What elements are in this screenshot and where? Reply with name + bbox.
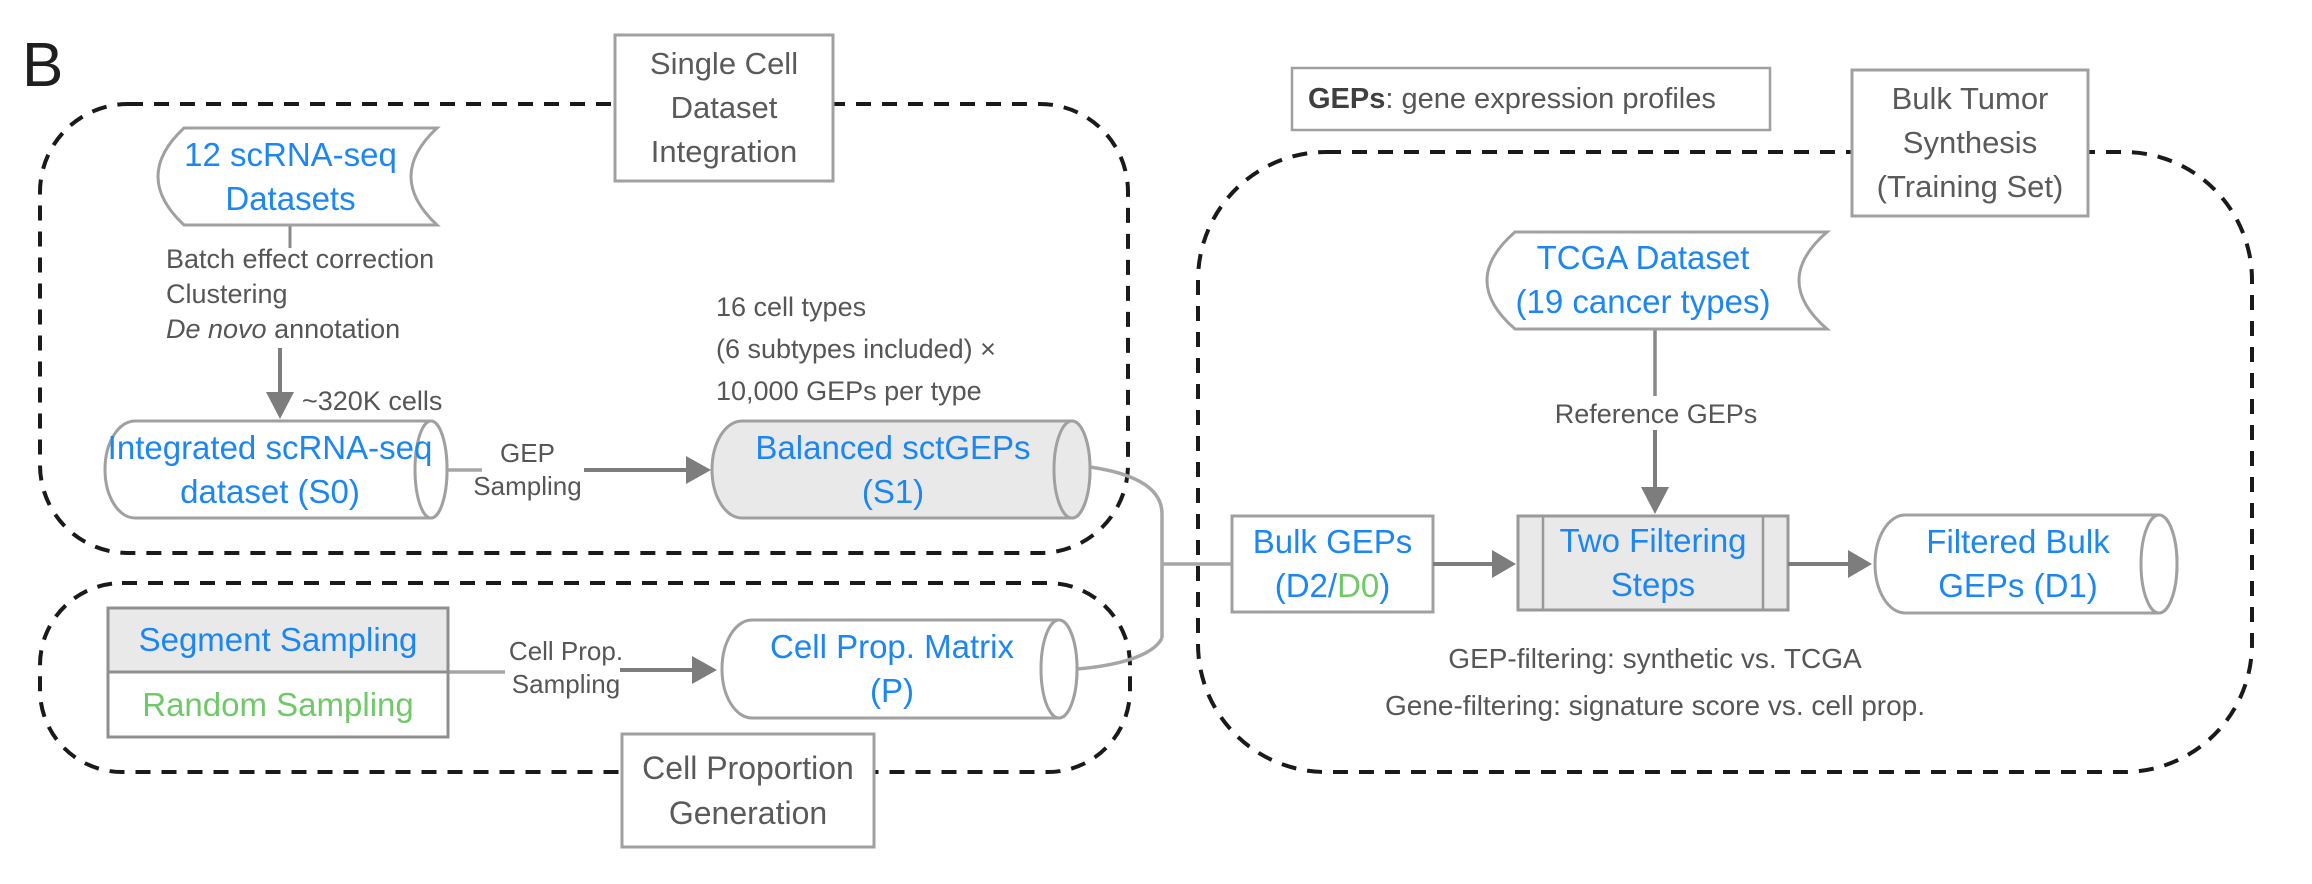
integration-steps-annotation: Batch effect correction Clustering De no…: [166, 244, 435, 344]
geps-legend-term: GEPs: [1308, 82, 1386, 115]
de-novo-italic: De novo: [166, 314, 267, 344]
s1-composition-note: 16 cell types (6 subtypes included) × 10…: [716, 292, 996, 406]
tcga-label: TCGA Dataset (19 cancer types): [1515, 239, 1771, 320]
gep-filtering-note: GEP-filtering: synthetic vs. TCGA: [1448, 643, 1862, 674]
two-filtering-steps-box: [1516, 514, 1790, 612]
random-sampling-box: [106, 670, 450, 739]
single-cell-title-box: [613, 33, 835, 183]
arrow-cell-prop-to-p: [620, 656, 717, 684]
dashed-box-bulk-tumor-synthesis: [1196, 150, 2254, 774]
two-filtering-steps-label: Two Filtering Steps: [1559, 522, 1747, 603]
segment-sampling-label: Segment Sampling: [138, 621, 418, 658]
d1-cylinder: [1873, 513, 2179, 615]
dashed-box-single-cell-integration: [38, 102, 1130, 555]
bulk-tumor-title-box: [1850, 68, 2090, 218]
single-cell-section-title: Single Cell Dataset Integration: [649, 46, 799, 169]
d0-green-label: D0: [1337, 567, 1380, 604]
gene-filtering-note: Gene-filtering: signature score vs. cell…: [1384, 690, 1926, 721]
p-matrix-label: Cell Prop. Matrix (P): [770, 628, 1014, 709]
merge-connector-bottom: [1076, 637, 1164, 671]
arrow-filtering-to-d1: [1788, 550, 1872, 578]
s0-cylinder: [103, 419, 449, 520]
scrna-datasets-label: 12 scRNA-seq Datasets: [184, 136, 397, 217]
bulk-geps-label: Bulk GEPs (D2/D0): [1252, 523, 1413, 604]
tcga-dataset-shape: [1485, 230, 1832, 331]
segment-sampling-box: [106, 606, 450, 674]
s1-cylinder: [710, 419, 1092, 520]
p-cylinder: [720, 618, 1079, 720]
arrow-bulk-geps-to-filtering: [1433, 550, 1516, 578]
bulk-synthesis-section-title: Bulk Tumor Synthesis (Training Set): [1876, 81, 2064, 204]
gep-sampling-label: GEP Sampling: [473, 438, 582, 501]
arrow-gep-sampling-to-s1: [584, 456, 711, 484]
d1-label: Filtered Bulk GEPs (D1): [1926, 523, 2110, 604]
cell-proportion-section-title: Cell Proportion Generation: [642, 749, 854, 831]
panel-label: B: [22, 31, 64, 100]
random-sampling-label: Random Sampling: [142, 685, 414, 723]
s0-label: Integrated scRNA-seq dataset (S0): [107, 429, 433, 510]
arrow-annotation-to-s0: [266, 348, 294, 419]
merge-connector-top: [1089, 465, 1164, 638]
geps-legend-definition: : gene expression profiles: [1385, 82, 1716, 115]
cell-prop-sampling-label: Cell Prop. Sampling: [508, 636, 624, 699]
bulk-geps-box: [1230, 514, 1435, 614]
geps-legend: GEPs: gene expression profiles: [1308, 68, 1768, 130]
scrna-datasets-shape: [156, 126, 441, 227]
arrow-reference-geps-to-filtering: [1641, 430, 1669, 514]
cell-proportion-title-box: [620, 732, 876, 849]
s1-label: Balanced sctGEPs (S1): [755, 429, 1031, 510]
geps-legend-box: [1290, 66, 1772, 132]
cell-count-label: ~320K cells: [302, 386, 443, 416]
reference-geps-label: Reference GEPs: [1554, 398, 1758, 429]
dashed-box-cell-proportion-generation: [38, 581, 1132, 774]
